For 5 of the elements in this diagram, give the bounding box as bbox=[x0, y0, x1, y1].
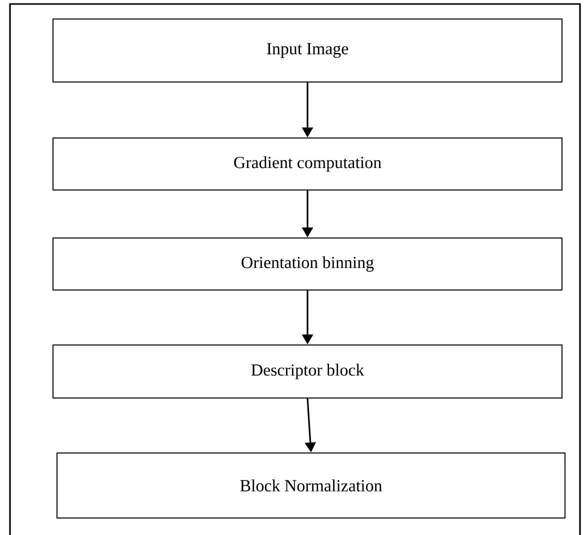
process-box: Input Image bbox=[52, 18, 562, 82]
process-box: Descriptor block bbox=[52, 344, 562, 398]
process-box: Orientation binning bbox=[52, 237, 562, 290]
process-box: Gradient computation bbox=[52, 137, 562, 190]
process-box: Block Normalization bbox=[56, 452, 566, 518]
